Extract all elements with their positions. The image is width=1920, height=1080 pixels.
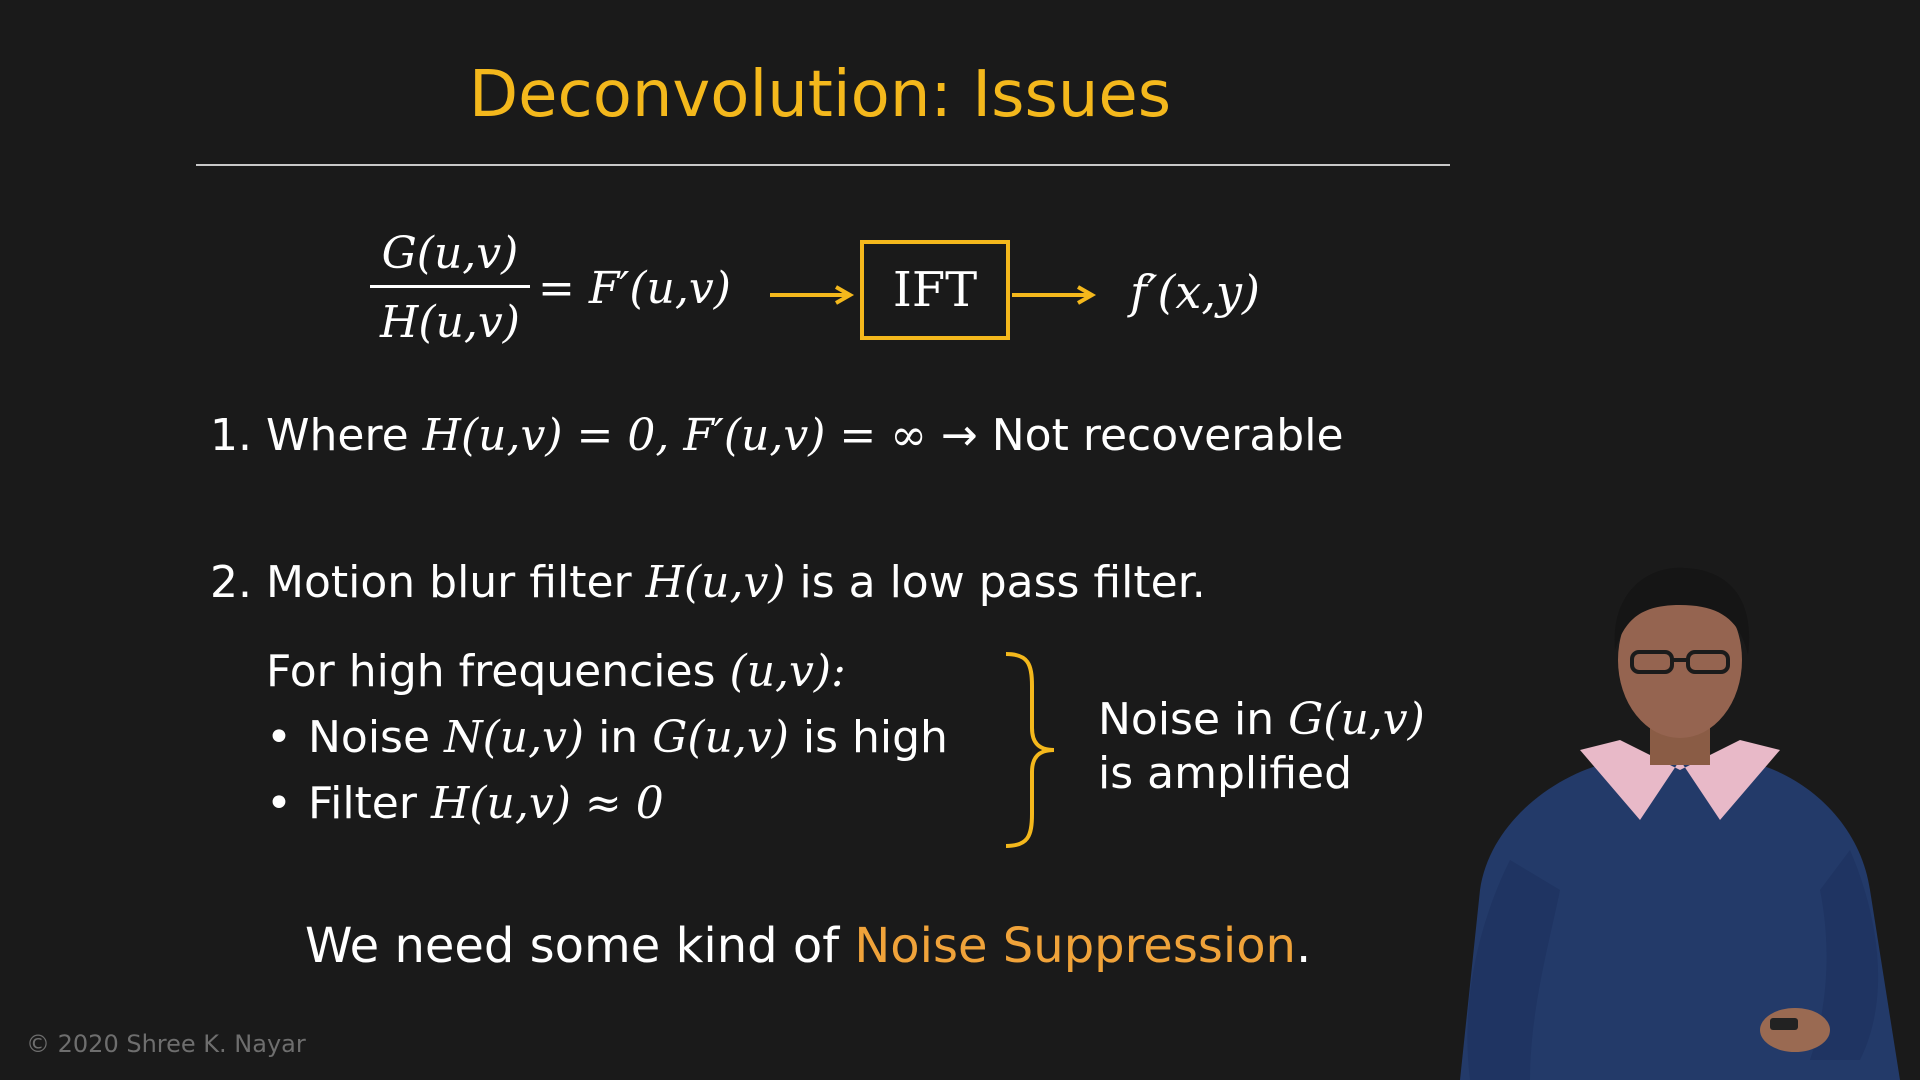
bullet-2-math: H(u,v) ≈ 0 (430, 778, 664, 829)
conclusion-period: . (1295, 918, 1312, 974)
bullet-1-text-b: in (598, 712, 639, 763)
item-1-arrow: → (940, 410, 978, 461)
item-1-text-b: Not recoverable (991, 410, 1344, 461)
high-freq-text: For high frequencies (266, 646, 716, 697)
item-1-math-a: H(u,v) = 0, (422, 410, 670, 461)
bullet-icon: • (266, 778, 292, 829)
noise-amplified-note: Noise in G(u,v) is amplified (1098, 693, 1425, 801)
item-2-math: H(u,v) (645, 557, 786, 608)
high-freq-intro: For high frequencies (u,v): (266, 646, 846, 697)
copyright-notice: © 2020 Shree K. Nayar (26, 1030, 306, 1058)
item-2: 2. Motion blur filter H(u,v) is a low pa… (210, 557, 1206, 608)
noise-amp-line-2: is amplified (1098, 748, 1353, 799)
equation-rhs: = F′(u,v) (538, 263, 731, 314)
bullet-1-text-c: is high (802, 712, 948, 763)
noise-suppression-highlight: Noise Suppression (854, 918, 1296, 974)
item-1-math-b: F′(u,v) = ∞ (683, 410, 927, 461)
right-arrow-icon (1012, 285, 1097, 305)
curly-brace-icon (1005, 652, 1055, 848)
item-2-number: 2. (210, 557, 252, 608)
fraction-numerator: G(u,v) (381, 228, 519, 279)
equation-output: f′(x,y) (1130, 265, 1260, 319)
right-arrow-icon (770, 285, 855, 305)
fraction-g-over-h: G(u,v) H(u,v) (370, 225, 530, 352)
ift-box: IFT (860, 240, 1010, 340)
presenter-image (1460, 567, 1900, 1080)
fraction-bar (370, 285, 530, 288)
bullet-2-text-a: Filter (308, 778, 417, 829)
bullet-noise: • Noise N(u,v) in G(u,v) is high (266, 712, 948, 763)
deconvolution-equation: G(u,v) H(u,v) = F′(u,v) IFT f′(x,y) (370, 225, 1310, 355)
bullet-filter: • Filter H(u,v) ≈ 0 (266, 778, 664, 829)
noise-amp-line-1: Noise in G(u,v) (1098, 693, 1425, 747)
fraction-denominator: H(u,v) (380, 297, 520, 348)
slide-title: Deconvolution: Issues (468, 58, 1172, 132)
high-freq-math: (u,v): (729, 646, 846, 697)
bullet-1-math-b: G(u,v) (652, 712, 789, 763)
bullet-icon: • (266, 712, 292, 763)
item-1-number: 1. (210, 410, 252, 461)
item-1: 1. Where H(u,v) = 0, F′(u,v) = ∞ → Not r… (210, 410, 1344, 461)
noise-amp-text: Noise in (1098, 694, 1275, 745)
conclusion: We need some kind of Noise Suppression. (305, 918, 1311, 974)
title-divider (196, 164, 1450, 166)
noise-amp-math: G(u,v) (1288, 694, 1425, 745)
item-2-text-b: is a low pass filter. (799, 557, 1206, 608)
bullet-1-math-a: N(u,v) (444, 712, 585, 763)
item-1-text-a: Where (265, 410, 409, 461)
item-2-text-a: Motion blur filter (265, 557, 632, 608)
conclusion-text-a: We need some kind of (305, 918, 840, 974)
bullet-1-text-a: Noise (308, 712, 431, 763)
